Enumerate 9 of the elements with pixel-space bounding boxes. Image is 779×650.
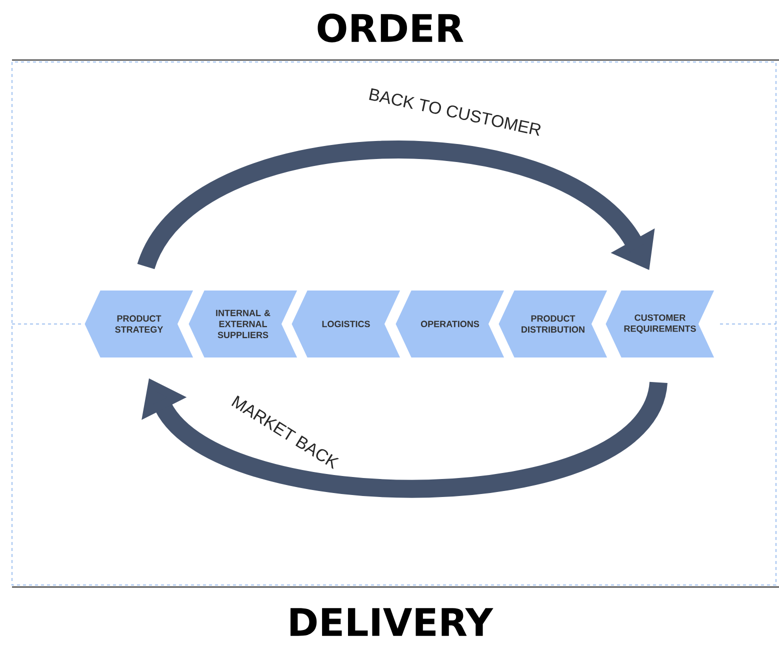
process-step: PRODUCT STRATEGY: [84, 290, 195, 358]
process-step: CUSTOMER REQUIREMENTS: [604, 290, 716, 358]
title: ORDER: [318, 14, 464, 42]
process-step: LOGISTICS: [290, 290, 402, 358]
process-step: OPERATIONS: [394, 290, 506, 358]
caption: DELIVERY: [290, 608, 494, 636]
process-step: INTERNAL & EXTERNAL SUPPLIERS: [188, 290, 299, 358]
process-step: PRODUCT DISTRIBUTION: [498, 290, 609, 358]
curved-arrow: [138, 140, 655, 271]
